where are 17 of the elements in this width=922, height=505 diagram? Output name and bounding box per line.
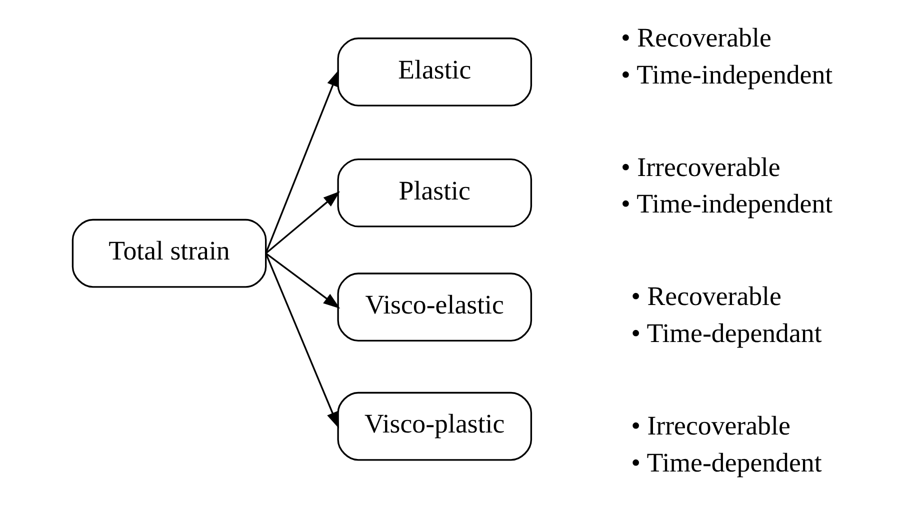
node-label: • Recoverable <box>630 281 781 312</box>
node-label: • Recoverable <box>620 22 771 52</box>
arrow <box>264 70 338 254</box>
node-label: • Time-dependent <box>630 447 822 478</box>
node-box: Visco-elastic <box>336 272 532 342</box>
node-box: Visco-plastic <box>336 392 532 461</box>
node-label: • Irrecoverable <box>630 410 790 440</box>
node-label: • Time-independent <box>620 188 832 219</box>
arrow <box>264 252 340 309</box>
arrow <box>264 191 340 254</box>
node-label: • Time-independent <box>620 59 832 90</box>
node-box: Plastic <box>336 158 532 228</box>
node-box: Elastic <box>336 38 532 106</box>
arrow <box>264 253 339 429</box>
node-label: • Irrecoverable <box>620 152 780 182</box>
node-box: Total strain <box>71 218 266 288</box>
node-label: • Time-dependant <box>630 318 822 348</box>
